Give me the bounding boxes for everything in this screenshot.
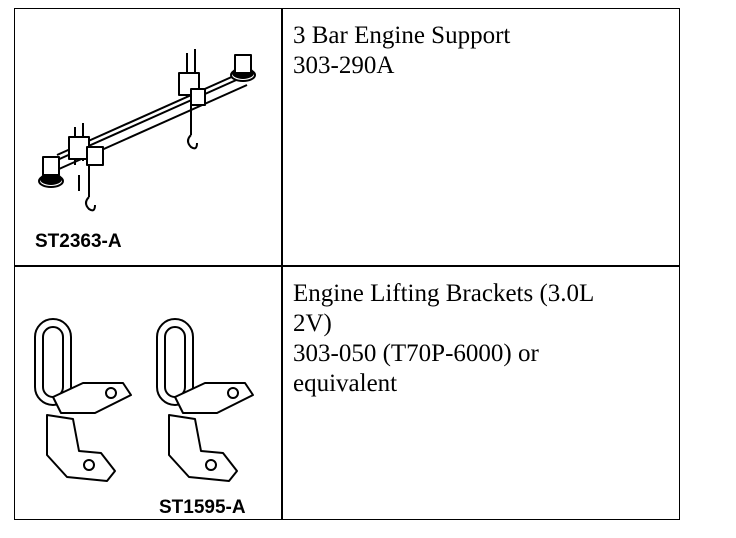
- column-divider: [281, 9, 283, 519]
- tool-number: 303-050 (T70P-6000) or: [293, 340, 539, 367]
- tool-image-cell-2: ST1595-A: [15, 267, 281, 521]
- tool-number-continued: equivalent: [293, 370, 398, 397]
- figure-id-2: ST1595-A: [159, 497, 246, 518]
- tool-name-continued: 2V): [293, 310, 332, 337]
- tool-name: Engine Lifting Brackets (3.0L: [293, 280, 595, 307]
- tool-number: 303-290A: [293, 52, 395, 79]
- row-divider: [15, 265, 679, 267]
- tool-description-cell-1: 3 Bar Engine Support 303-290A: [283, 9, 679, 265]
- tool-description-cell-2: Engine Lifting Brackets (3.0L 2V) 303-05…: [283, 267, 679, 521]
- engine-support-icon: [38, 49, 256, 212]
- tool-name: 3 Bar Engine Support: [293, 22, 511, 49]
- tool-table: ST2363-A 3 Bar Engine Support 303-290A: [14, 8, 680, 520]
- lifting-brackets-icon: [34, 318, 254, 482]
- figure-id-1: ST2363-A: [35, 231, 122, 252]
- tool-image-cell-1: ST2363-A: [15, 9, 281, 265]
